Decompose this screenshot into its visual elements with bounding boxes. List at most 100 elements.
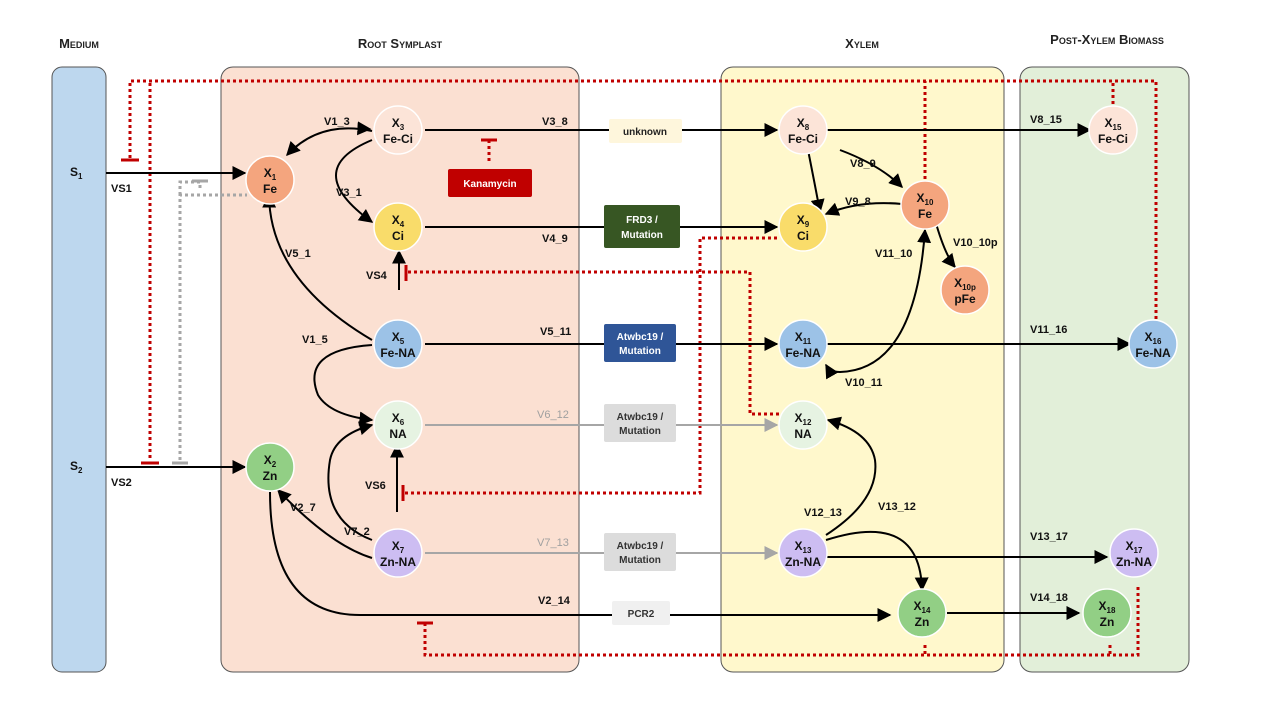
flux-label: V4_9 bbox=[542, 233, 568, 245]
inhibition-bars-grey bbox=[172, 179, 208, 465]
flux-label: V11_10 bbox=[875, 248, 912, 260]
svg-text:X10: X10 bbox=[917, 191, 934, 207]
svg-text:Fe: Fe bbox=[918, 207, 932, 221]
svg-text:FRD3 /: FRD3 / bbox=[626, 215, 658, 226]
svg-text:S2: S2 bbox=[70, 459, 83, 475]
flux-label: V5_1 bbox=[285, 248, 311, 260]
flux-label: V10_10p bbox=[953, 237, 998, 249]
header-xylem: Xylem bbox=[845, 36, 879, 51]
svg-text:NA: NA bbox=[389, 427, 407, 441]
svg-text:X4: X4 bbox=[392, 213, 405, 229]
inhibition-bars-red bbox=[121, 138, 497, 625]
svg-text:X14: X14 bbox=[914, 599, 931, 615]
svg-text:X3: X3 bbox=[392, 116, 405, 132]
flux-label: V5_11 bbox=[540, 326, 571, 338]
flux-label: V8_9 bbox=[850, 158, 876, 170]
svg-text:X6: X6 bbox=[392, 411, 405, 427]
header-post-xylem: Post-Xylem Biomass bbox=[1050, 32, 1164, 47]
svg-text:X5: X5 bbox=[392, 330, 405, 346]
svg-text:Atwbc19 /: Atwbc19 / bbox=[617, 332, 664, 343]
svg-text:pFe: pFe bbox=[954, 292, 976, 306]
svg-text:Mutation: Mutation bbox=[619, 555, 661, 566]
medium-compartment bbox=[51, 66, 107, 673]
svg-text:Mutation: Mutation bbox=[619, 346, 661, 357]
flux-label: V12_13 bbox=[804, 507, 842, 519]
svg-text:Ci: Ci bbox=[392, 229, 404, 243]
flux-label: V7_13 bbox=[537, 537, 569, 549]
flux-arrows bbox=[106, 121, 1132, 622]
flux-label: V9_8 bbox=[845, 196, 871, 208]
svg-text:Fe-NA: Fe-NA bbox=[380, 346, 416, 360]
svg-text:Fe-Ci: Fe-Ci bbox=[383, 132, 413, 146]
svg-text:Fe: Fe bbox=[263, 182, 277, 196]
svg-text:X8: X8 bbox=[797, 116, 810, 132]
flux-arrows-grey bbox=[425, 418, 779, 560]
flux-label: V2_7 bbox=[290, 502, 316, 514]
header-root-symplast: Root Symplast bbox=[358, 36, 443, 51]
box-atwbc19-blue: Atwbc19 / Mutation bbox=[604, 324, 676, 362]
svg-text:X7: X7 bbox=[392, 539, 405, 555]
box-frd3: FRD3 / Mutation bbox=[604, 205, 680, 248]
box-kanamycin: Kanamycin bbox=[448, 169, 532, 197]
svg-text:X10p: X10p bbox=[954, 276, 976, 292]
flux-label: V8_15 bbox=[1030, 114, 1062, 126]
header-medium: Medium bbox=[59, 36, 99, 51]
svg-text:Zn-NA: Zn-NA bbox=[380, 555, 416, 569]
svg-text:Mutation: Mutation bbox=[621, 230, 663, 241]
source-label-s2: S2 bbox=[70, 459, 83, 475]
svg-text:Zn-NA: Zn-NA bbox=[1116, 555, 1152, 569]
flux-label: V1_5 bbox=[302, 334, 328, 346]
flux-label: V7_2 bbox=[344, 526, 370, 538]
svg-text:X18: X18 bbox=[1099, 599, 1116, 615]
svg-text:X17: X17 bbox=[1126, 539, 1143, 555]
flux-label: V14_18 bbox=[1030, 592, 1068, 604]
svg-text:Mutation: Mutation bbox=[619, 426, 661, 437]
flux-label: V13_12 bbox=[878, 501, 916, 513]
svg-text:Kanamycin: Kanamycin bbox=[463, 179, 516, 190]
flux-label: V3_8 bbox=[542, 116, 568, 128]
svg-text:Fe-Ci: Fe-Ci bbox=[788, 132, 818, 146]
flux-label: V6_12 bbox=[537, 409, 569, 421]
svg-text:X15: X15 bbox=[1105, 116, 1122, 132]
post-xylem-compartment bbox=[1019, 66, 1190, 673]
svg-text:Fe-Ci: Fe-Ci bbox=[1098, 132, 1128, 146]
svg-text:Fe-NA: Fe-NA bbox=[785, 346, 821, 360]
svg-text:unknown: unknown bbox=[623, 127, 667, 138]
flux-label: VS2 bbox=[111, 477, 132, 489]
svg-text:S1: S1 bbox=[70, 165, 83, 181]
svg-text:Atwbc19 /: Atwbc19 / bbox=[617, 412, 664, 423]
svg-text:X16: X16 bbox=[1145, 330, 1162, 346]
svg-text:Zn: Zn bbox=[263, 469, 278, 483]
svg-text:Zn: Zn bbox=[1100, 615, 1115, 629]
flux-label: V10_11 bbox=[845, 377, 882, 389]
flux-label: V11_16 bbox=[1030, 324, 1067, 336]
svg-text:X2: X2 bbox=[264, 453, 277, 469]
flux-label: V13_17 bbox=[1030, 531, 1068, 543]
flux-label: VS6 bbox=[365, 480, 386, 492]
svg-text:X1: X1 bbox=[264, 166, 277, 182]
flux-label: V2_14 bbox=[538, 595, 571, 607]
flux-label: VS4 bbox=[366, 270, 388, 282]
svg-text:X11: X11 bbox=[795, 330, 812, 346]
flux-label: V3_1 bbox=[336, 187, 362, 199]
box-pcr2: PCR2 bbox=[612, 601, 670, 625]
flux-label: V1_3 bbox=[324, 116, 350, 128]
box-atwbc19-grey-1: Atwbc19 / Mutation bbox=[604, 404, 676, 442]
svg-text:Ci: Ci bbox=[797, 229, 809, 243]
box-unknown: unknown bbox=[609, 119, 682, 143]
